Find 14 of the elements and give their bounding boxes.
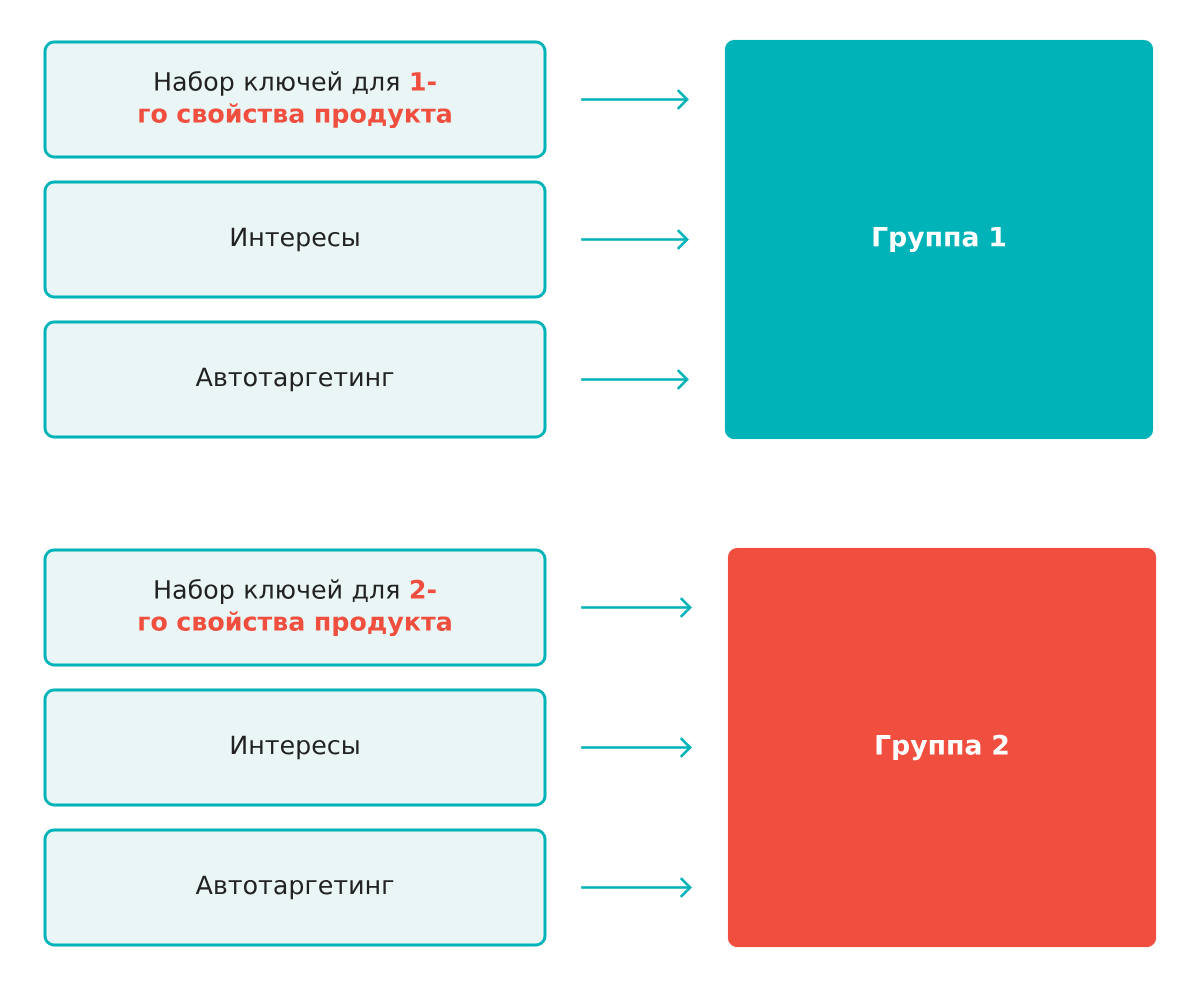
keyword-box: Интересы	[43, 180, 547, 299]
arrow	[581, 597, 692, 618]
keyword-box: Автотаргетинг	[43, 828, 547, 947]
group-box: Группа 1	[724, 39, 1154, 440]
keyword-box: Автотаргетинг	[43, 320, 547, 439]
arrow	[581, 877, 692, 898]
arrow	[581, 737, 692, 758]
arrow	[581, 369, 689, 390]
group-box: Группа 2	[727, 547, 1157, 948]
keyword-box: Набор ключей для 1-го свойства продукта	[43, 40, 547, 159]
arrow	[581, 89, 689, 110]
keyword-box: Набор ключей для 2-го свойства продукта	[43, 548, 547, 667]
arrow	[581, 229, 689, 250]
keyword-box: Интересы	[43, 688, 547, 807]
